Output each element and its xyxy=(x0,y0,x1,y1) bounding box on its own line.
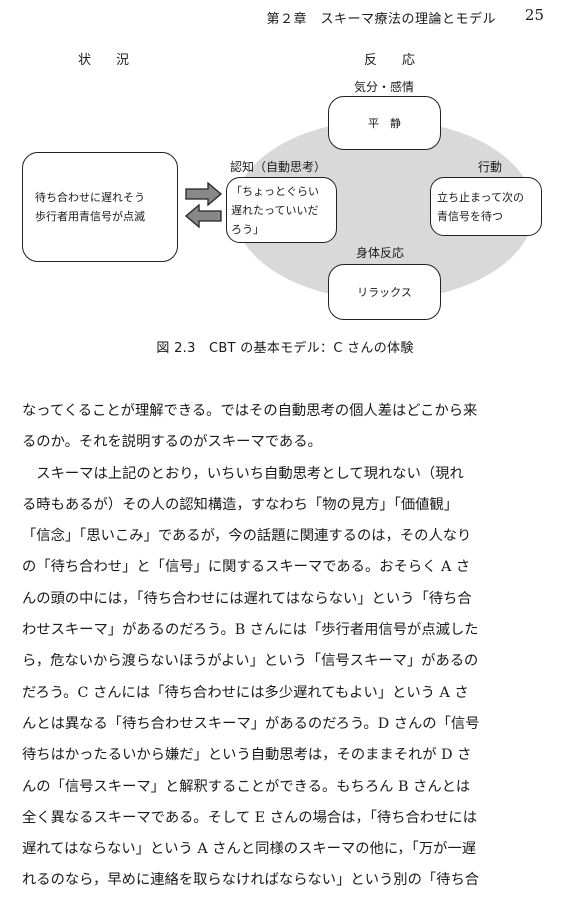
behavior-box: 立ち止まって次の 青信号を待つ xyxy=(430,177,542,236)
body-line: んとは異なる「待ち合わせスキーマ」があるのだろう。D さんの「信号 xyxy=(22,715,480,732)
situation-line: 待ち合わせに遅れそう xyxy=(35,191,145,204)
body-line: れるのなら，早めに連絡を取らなければならない」という別の「待ち合 xyxy=(22,872,480,889)
body-reaction-text: リラックス xyxy=(357,285,412,299)
body-paragraphs: なってくることが理解できる。ではその自動思考の個人差はどこから来 るのか。それを… xyxy=(22,396,550,897)
body-line: わせスキーマ」があるのだろう。B さんには「歩行者用信号が点滅した xyxy=(22,622,479,639)
figure-graphics xyxy=(184,120,534,300)
page-number: 25 xyxy=(524,6,544,24)
body-line: るのか。それを説明するのがスキーマである。 xyxy=(22,434,322,451)
cognition-line: ろう」 xyxy=(231,222,264,236)
cognition-box: 「ちょっとぐらい 遅れたっていいだ ろう」 xyxy=(226,177,337,243)
situation-box: 待ち合わせに遅れそう 歩行者用青信号が点滅 xyxy=(22,152,178,262)
mood-label: 気分・感情 xyxy=(354,80,415,94)
body-line: 待ちはかったるいから嫌だ」という自動思考は，そのままそれが D さ xyxy=(22,747,472,764)
figure-cbt-model: 状 況 反 応 待ち合わせに遅れそう 歩行者用青信号が点滅 気分・感情 平 静 … xyxy=(0,30,570,370)
situation-heading: 状 況 xyxy=(78,53,136,68)
behavior-label: 行動 xyxy=(478,160,503,174)
arrow-left xyxy=(184,203,222,229)
body-line: 遅れてはならない」という A さんと同様のスキーマの他に，「万が一遅 xyxy=(22,841,477,858)
reaction-heading: 反 応 xyxy=(364,53,422,68)
body-line: 全く異なるスキーマである。そして E さんの場合は，「待ち合わせには xyxy=(22,809,478,826)
body-line: 「信念」「思いこみ」であるが，今の話題に関連するのは，その人なり xyxy=(22,528,472,545)
body-line: だろう。C さんには「待ち合わせには多少遅れてもよい」という A さ xyxy=(22,684,469,701)
mood-text: 平 静 xyxy=(368,116,401,130)
cognition-line: 「ちょっとぐらい xyxy=(231,184,319,198)
body-line: んの頭の中には，「待ち合わせには遅れてはならない」という「待ち合 xyxy=(22,590,472,607)
reaction-ellipse xyxy=(234,120,534,300)
figure-caption: 図 2.3 CBT の基本モデル：C さんの体験 xyxy=(156,341,414,356)
body-line: ら，危ないから渡らないほうがよい」という「信号スキーマ」があるの xyxy=(22,653,479,670)
body-reaction-box: リラックス xyxy=(328,264,441,320)
cognition-line: 遅れたっていいだ xyxy=(231,203,319,217)
behavior-line: 青信号を待つ xyxy=(437,209,503,223)
behavior-line: 立ち止まって次の xyxy=(437,190,525,204)
arrow-right xyxy=(185,181,223,207)
body-line: なってくることが理解できる。ではその自動思考の個人差はどこから来 xyxy=(22,403,478,419)
body-reaction-label: 身体反応 xyxy=(356,246,405,260)
body-line: んの「信号スキーマ」と解釈することができる。もちろん B さんとは xyxy=(22,778,471,795)
chapter-title: 第２章 スキーマ療法の理論とモデル xyxy=(266,12,496,27)
cognition-label: 認知（自動思考） xyxy=(230,160,327,174)
situation-line: 歩行者用青信号が点滅 xyxy=(35,210,145,223)
body-line: の「待ち合わせ」と「信号」に関するスキーマである。おそらく A さ xyxy=(22,559,471,576)
running-header: 第２章 スキーマ療法の理論とモデル 25 xyxy=(0,6,570,27)
mood-box: 平 静 xyxy=(328,96,441,150)
body-line: スキーマは上記のとおり，いちいち自動思考として現れない（現れ xyxy=(22,465,464,482)
body-line: る時もあるが）その人の認知構造，すなわち「物の見方」「価値観」 xyxy=(22,496,459,513)
